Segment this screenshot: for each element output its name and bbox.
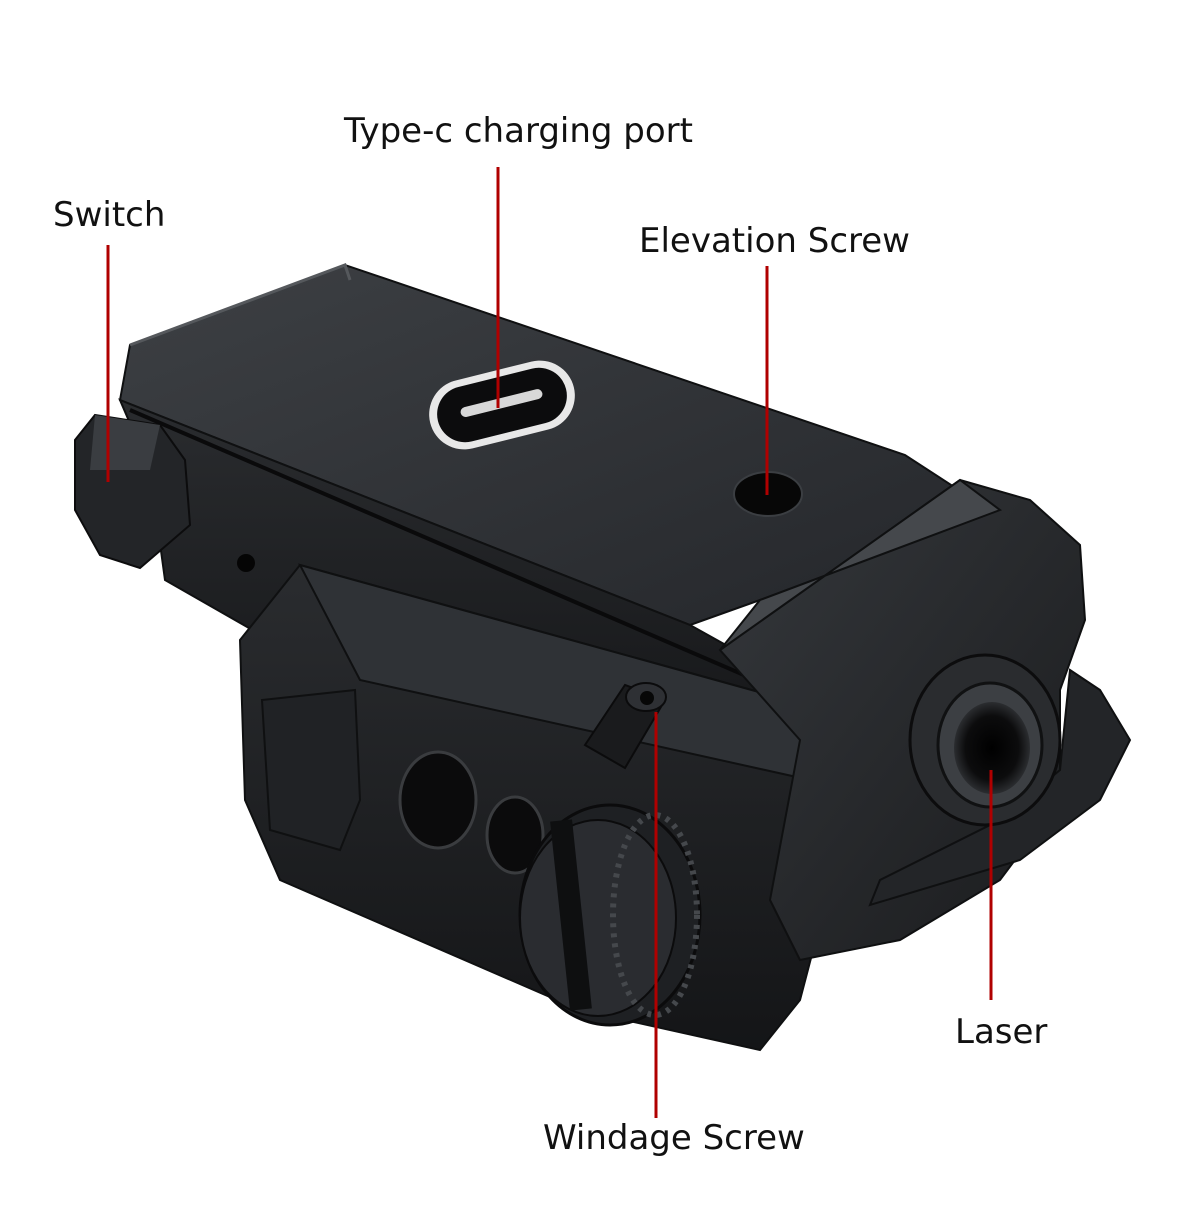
callout-laser: Laser [955, 1012, 1048, 1052]
callout-switch: Switch [53, 195, 166, 235]
windage-knob [518, 803, 702, 1027]
type-c-port [429, 360, 575, 450]
callout-charging-port: Type-c charging port [344, 111, 693, 151]
callout-windage-screw: Windage Screw [543, 1118, 805, 1158]
device-body [118, 263, 1132, 1052]
leader-lines [106, 167, 993, 1118]
callout-elevation-screw: Elevation Screw [639, 221, 910, 261]
side-screw-hole [237, 554, 255, 572]
mount-hole-1 [398, 750, 478, 850]
mount-hole-2 [485, 795, 545, 875]
laser-aperture [908, 653, 1062, 827]
set-screw [583, 682, 667, 770]
